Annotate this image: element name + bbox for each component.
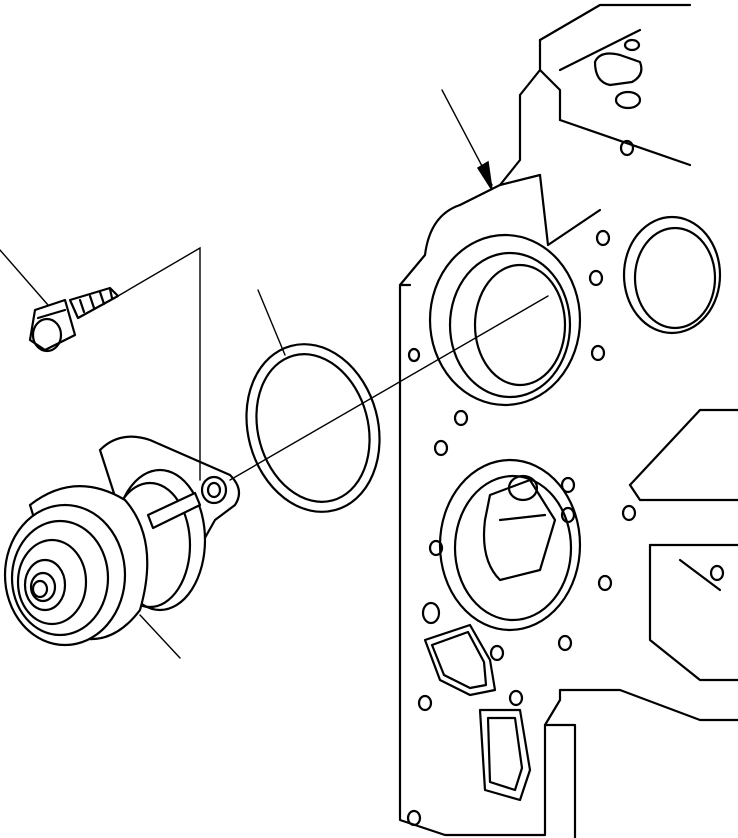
bolt-leader-line xyxy=(0,249,49,306)
gasket-ring xyxy=(245,289,381,513)
pulley-leader-line xyxy=(139,614,181,659)
axis-guide-line xyxy=(229,295,549,481)
bolt-guide-line xyxy=(117,246,201,481)
engine-front-cover xyxy=(398,3,738,838)
flange-bolt xyxy=(0,249,120,353)
idler-pulley-assembly xyxy=(3,435,241,659)
gasket-leader-line xyxy=(257,289,286,356)
assembly-guide-lines xyxy=(117,246,549,481)
